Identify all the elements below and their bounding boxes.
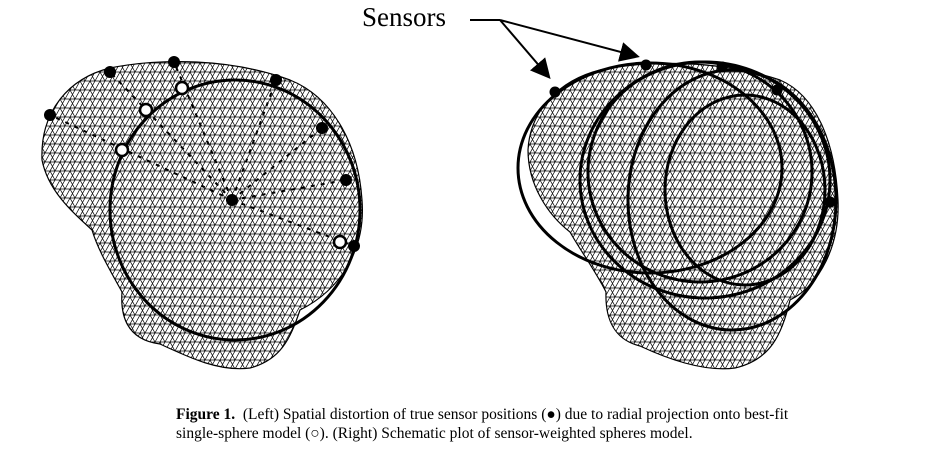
- filled-sensor-marker: [716, 61, 728, 73]
- true-sensor-markers: [44, 56, 360, 252]
- left-head-mesh: [41, 60, 363, 370]
- figure-illustration: [41, 19, 839, 370]
- figure-caption: Figure 1. (Left) Spatial distortion of t…: [176, 405, 916, 443]
- caption-text-4: ). (Right) Schematic plot of sensor-weig…: [319, 425, 693, 442]
- open-marker-symbol: ○: [310, 425, 320, 442]
- sphere-center-marker: [226, 194, 238, 206]
- filled-sensor-marker: [348, 240, 360, 252]
- filled-sensor-marker: [549, 86, 561, 98]
- caption-text-3: single-sphere model (: [176, 425, 311, 442]
- filled-sensor-marker: [168, 56, 180, 68]
- filled-sensor-marker: [104, 66, 116, 78]
- caption-text-1: (Left) Spatial distortion of true sensor…: [242, 406, 547, 423]
- caption-text-2: ) due to radial projection onto best-fit: [555, 406, 789, 423]
- right-head-model: [516, 59, 839, 370]
- open-sensor-marker: [114, 142, 130, 158]
- best-fit-sphere: [108, 78, 362, 342]
- filled-sensor-marker: [640, 59, 652, 71]
- filled-sensor-marker: [824, 196, 836, 208]
- left-head-model: [41, 56, 363, 370]
- radial-projection-lines: [49, 61, 355, 247]
- filled-sensor-marker: [270, 74, 282, 86]
- projected-sensor-markers: [114, 80, 348, 250]
- right-sensor-markers: [549, 59, 836, 208]
- filled-sensor-marker: [771, 84, 783, 96]
- filled-marker-symbol: ●: [546, 406, 556, 423]
- filled-sensor-marker: [316, 122, 328, 134]
- figure-label: Figure 1.: [176, 406, 236, 423]
- sensors-annotation-arrows: [470, 19, 640, 80]
- weighted-sphere: [626, 68, 838, 332]
- filled-sensor-marker: [44, 109, 56, 121]
- open-sensor-marker: [174, 80, 190, 96]
- open-sensor-marker: [332, 234, 348, 250]
- filled-sensor-marker: [340, 174, 352, 186]
- weighted-sphere: [578, 60, 832, 300]
- sensors-annotation-label: Sensors: [362, 2, 447, 32]
- arrow-to-top-sensor: [499, 19, 640, 62]
- arrow-to-left-sensor: [499, 19, 551, 80]
- open-sensor-marker: [138, 102, 154, 118]
- sensor-weighted-spheres: [516, 60, 838, 332]
- weighted-sphere: [663, 93, 827, 287]
